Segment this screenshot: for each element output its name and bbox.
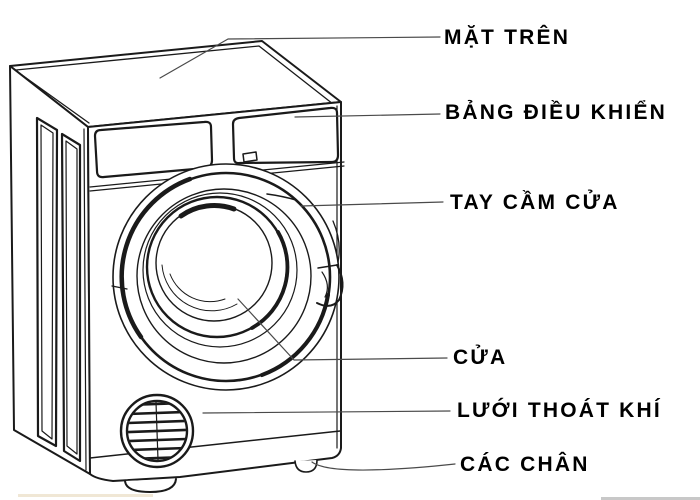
page-edge-artifact-left [18, 494, 153, 497]
leader-control-panel [294, 113, 441, 118]
side-recessed-panel-front [60, 132, 82, 463]
side-recessed-panel-rear [35, 116, 59, 448]
leader-air-vent-grille [202, 410, 451, 414]
feet [124, 459, 318, 493]
right-foot [294, 459, 318, 473]
grille-louvers [127, 401, 187, 461]
leader-door-handle [300, 201, 444, 207]
label-door: CỬA [453, 346, 508, 369]
label-control-panel: BẢNG ĐIỀU KHIỂN [445, 101, 668, 124]
label-air-vent-grille: LƯỚI THOÁT KHÍ [457, 399, 662, 422]
label-top-surface: MẶT TRÊN [444, 26, 571, 49]
door-outer-ring [112, 163, 340, 391]
display-window [242, 151, 258, 163]
label-door-handle: TAY CẦM CỬA [450, 191, 620, 214]
leader-lines [159, 36, 456, 471]
label-feet: CÁC CHÂN [460, 453, 590, 476]
door-handle-pocket [266, 193, 344, 307]
leader-feet [311, 461, 456, 471]
vent-grille [119, 393, 195, 469]
door [111, 163, 344, 391]
left-foot [124, 478, 177, 493]
control-panel-right-window [231, 106, 340, 165]
side-panel [9, 65, 91, 475]
leader-top-surface [159, 36, 441, 79]
page-edge-artifact-right [601, 497, 700, 500]
leader-door [237, 298, 448, 361]
door-hinge-mark [111, 285, 128, 290]
